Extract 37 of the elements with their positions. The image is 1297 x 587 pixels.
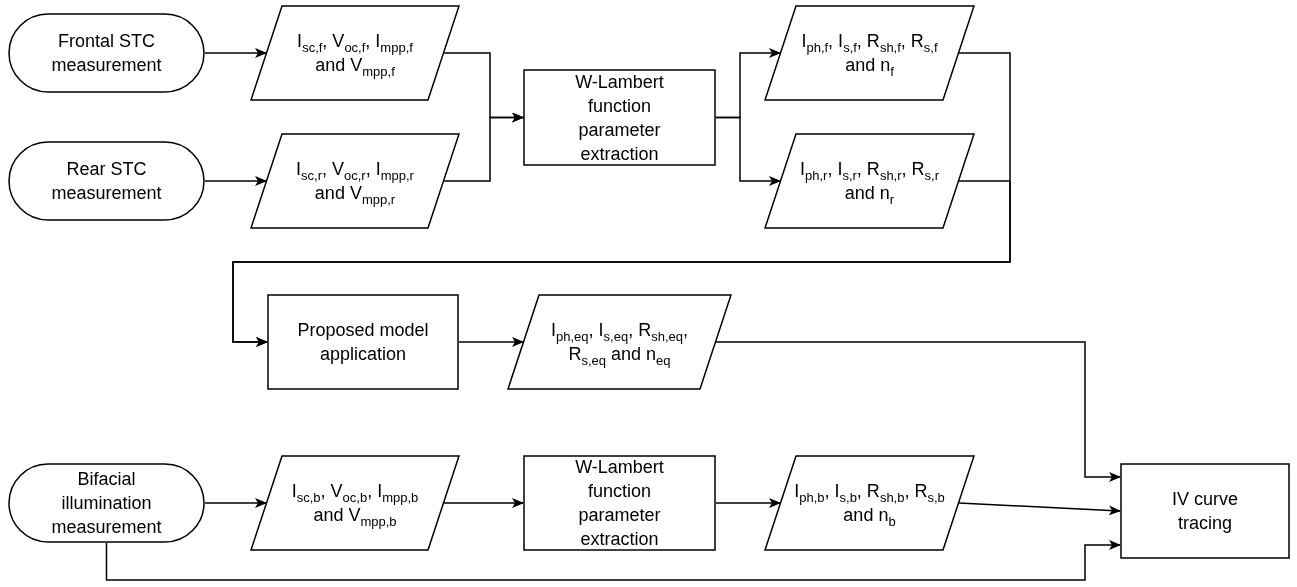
node-label: I$_{ph,f}$, I$_{s,f}$, R$_{sh,f}$, R$_{s,f}$ and n$_{f}$ xyxy=(800,30,939,77)
node-label: I$_{ph,eq}$, I$_{s,eq}$, R$_{sh,eq}$, R$_{s,eq}$ and n$_{eq}$ xyxy=(550,319,689,366)
data-parallelogram xyxy=(250,133,460,229)
arrow xyxy=(715,341,1121,482)
arrow xyxy=(715,498,781,508)
arrow xyxy=(458,337,524,347)
node-label: Proposed model application xyxy=(296,319,430,366)
node-label: I$_{sc,b}$, V$_{oc,b}$, I$_{mpp,b}$ and V$_{mpp,b}$ xyxy=(290,480,420,527)
node-label: I$_{ph,b}$, I$_{s,b}$, R$_{sh,b}$, R$_{s,b}$ and n$_{b}$ xyxy=(793,480,946,527)
arrow xyxy=(105,540,1121,581)
arrow xyxy=(958,502,1121,516)
node-label: Rear STC measurement xyxy=(50,158,163,205)
node-label: I$_{sc,f}$, V$_{oc,f}$, I$_{mpp,f}$ and V$_{mpp,f}$ xyxy=(296,30,414,77)
data-parallelogram xyxy=(250,5,460,101)
node-label: W-Lambert function parameter extraction xyxy=(574,456,665,551)
arrow xyxy=(715,116,781,186)
process-box xyxy=(523,69,716,166)
process-box xyxy=(267,294,459,390)
node-label: Frontal STC measurement xyxy=(50,30,163,77)
node-label: IV curve tracing xyxy=(1171,488,1239,535)
arrow xyxy=(232,180,1011,347)
node-label: Bifacial illumination measurement xyxy=(50,468,163,539)
arrow xyxy=(204,176,267,186)
process-box xyxy=(523,455,716,551)
data-parallelogram xyxy=(764,133,975,229)
data-parallelogram xyxy=(764,455,975,551)
node-label: W-Lambert function parameter extraction xyxy=(574,70,665,166)
data-parallelogram xyxy=(250,455,460,551)
arrow xyxy=(204,498,267,508)
node-label: I$_{sc,r}$, V$_{oc,r}$, I$_{mpp,r}$ and V$_{mpp,r}$ xyxy=(295,158,415,205)
data-parallelogram xyxy=(507,294,732,390)
data-parallelogram xyxy=(764,5,975,101)
arrow xyxy=(443,498,524,508)
node-label: I$_{ph,r}$, I$_{s,r}$, R$_{sh,r}$, R$_{s,r}$ and n$_{r}$ xyxy=(798,158,940,205)
arrow xyxy=(204,48,267,58)
process-box xyxy=(1120,463,1290,559)
arrow xyxy=(443,112,524,182)
